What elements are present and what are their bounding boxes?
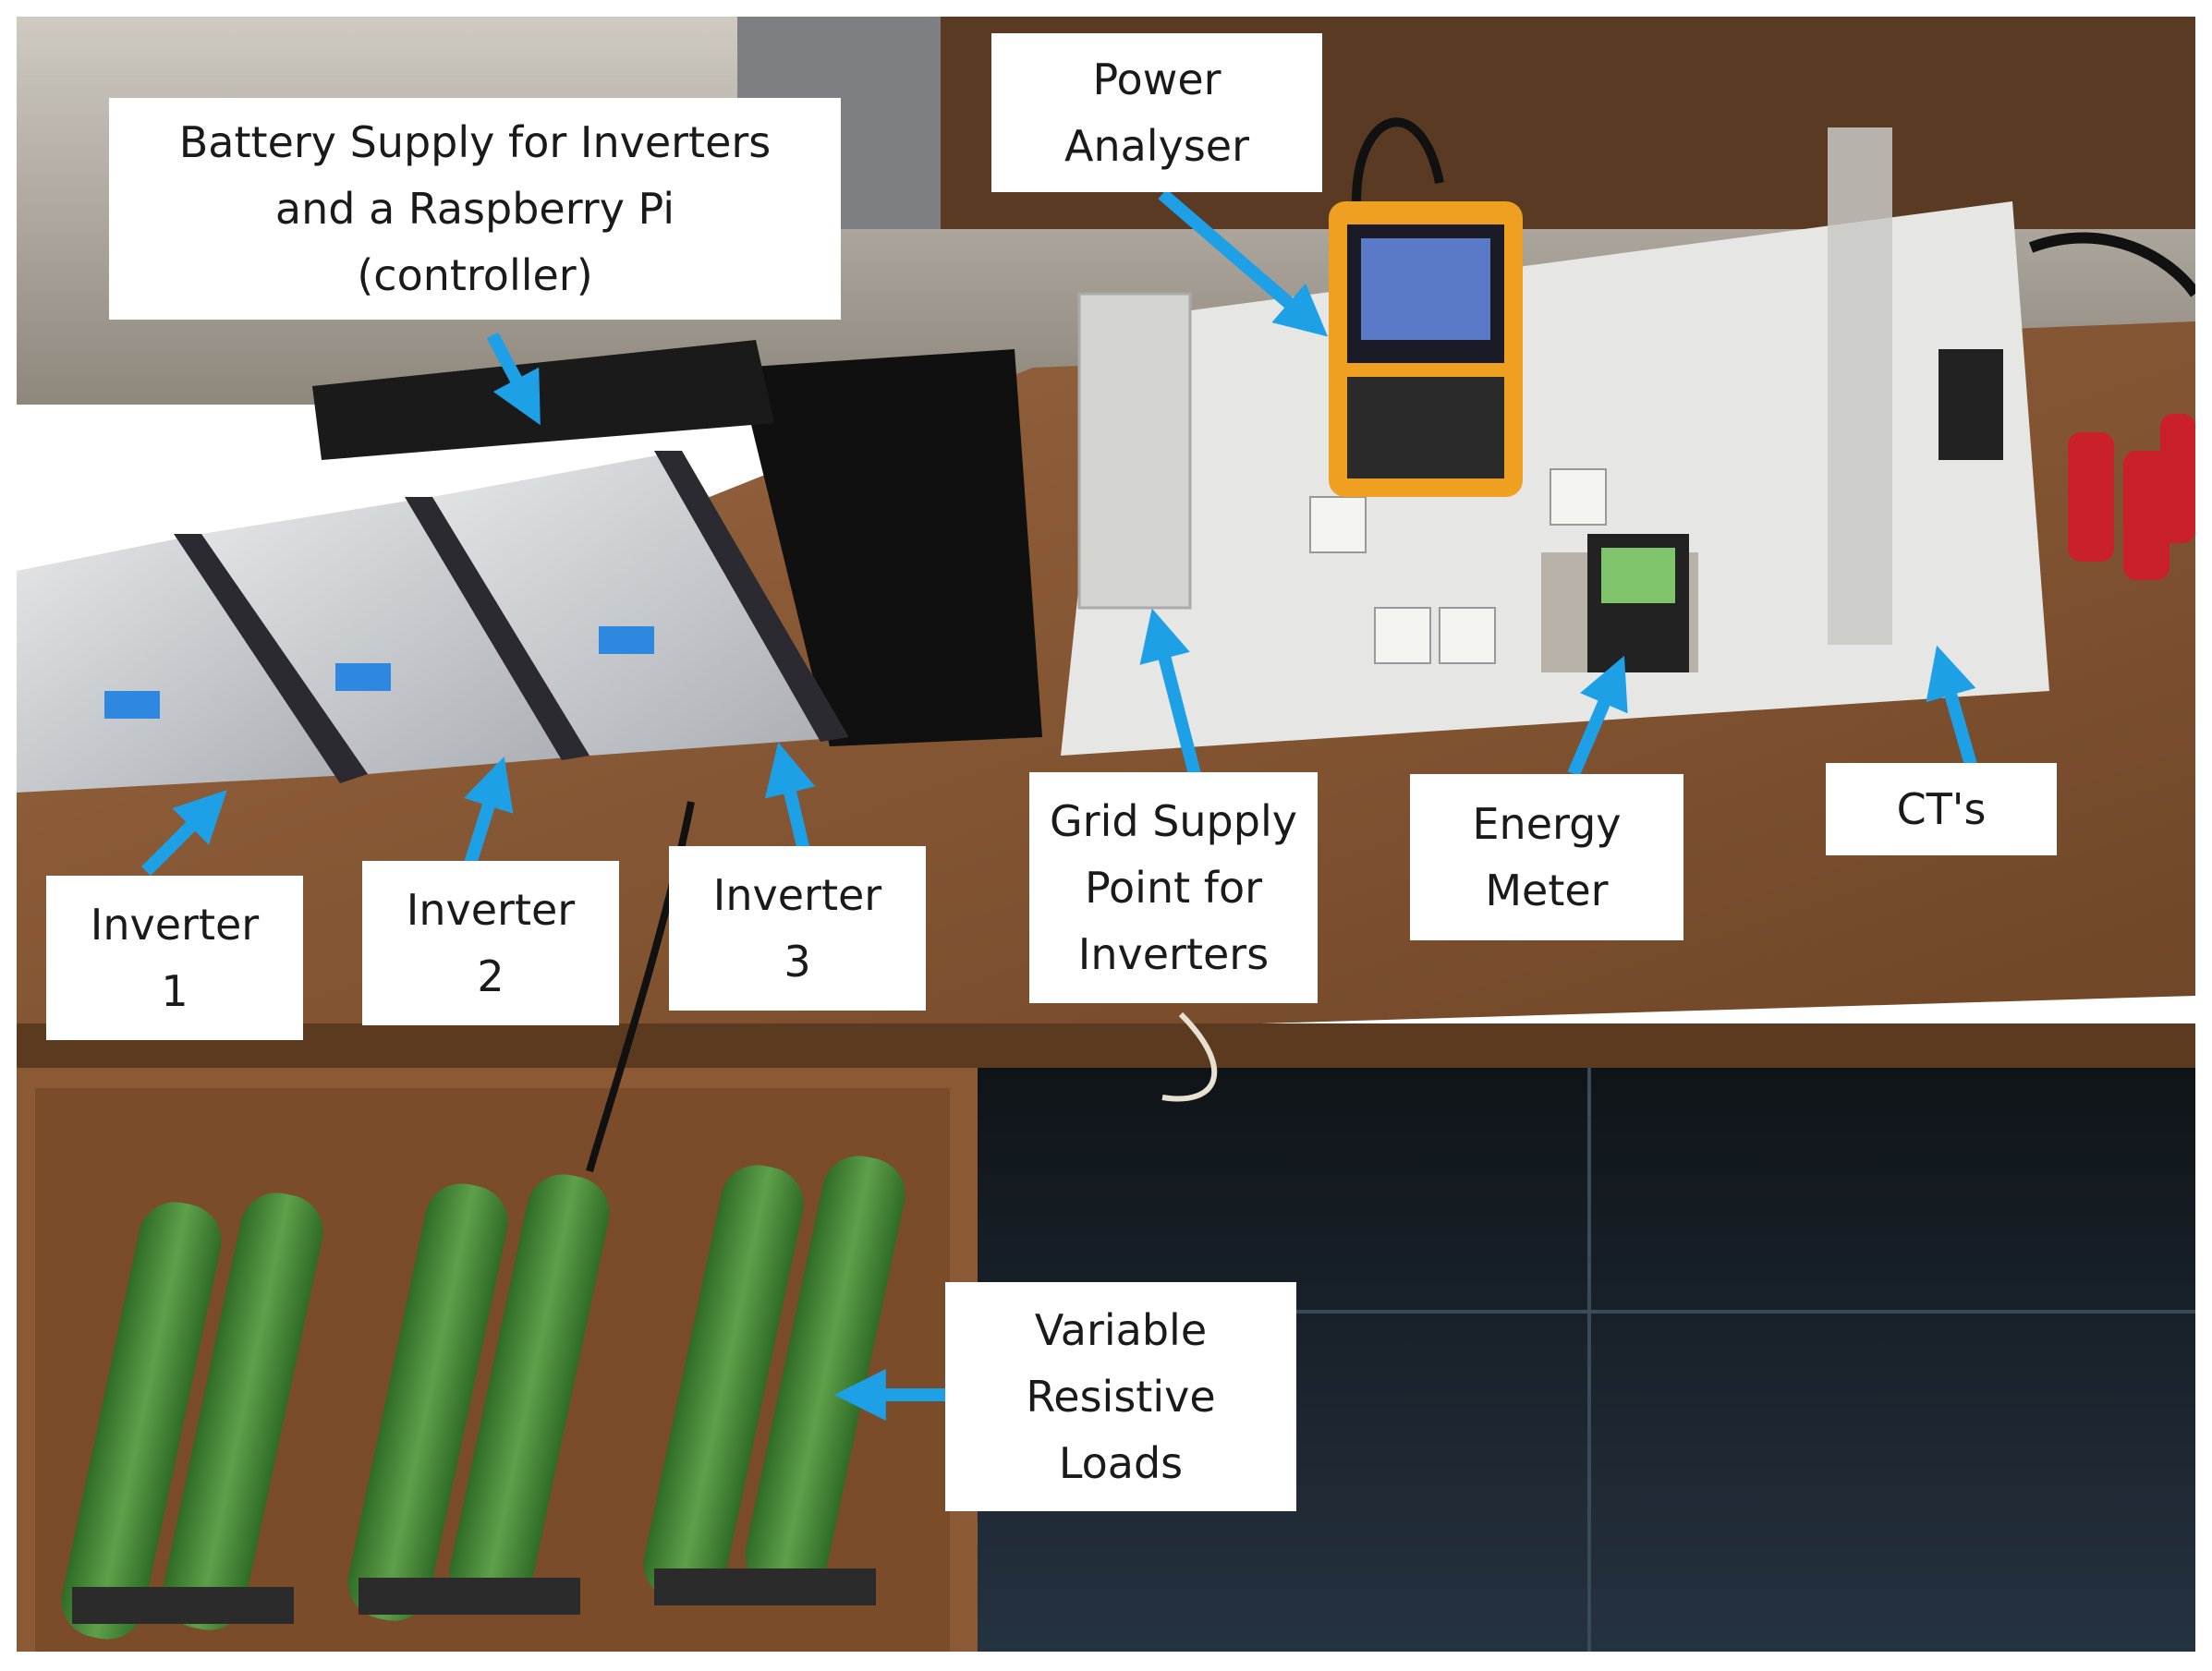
label-cts: CT's xyxy=(1826,763,2057,855)
inverter-units xyxy=(17,451,848,793)
battery-enclosure xyxy=(737,349,1042,746)
cable xyxy=(1161,1011,1218,1102)
arrow-battery xyxy=(486,332,541,426)
arrow-power-analyser xyxy=(1158,188,1329,337)
wall-socket xyxy=(1309,496,1367,553)
wall-socket xyxy=(1550,468,1607,526)
photo-frame: Battery Supply for Inverters and a Raspb… xyxy=(17,17,2195,1652)
cable xyxy=(1352,117,1444,202)
socket-strip xyxy=(1077,292,1192,610)
arrow-grid-supply xyxy=(1139,608,1201,776)
current-transformers xyxy=(1828,127,2195,645)
label-variable-loads: Variable Resistive Loads xyxy=(945,1282,1296,1511)
label-inverter-1: Inverter 1 xyxy=(46,876,303,1040)
arrow-inverter2 xyxy=(463,756,514,869)
arrow-inverter3 xyxy=(764,742,816,864)
wall-socket xyxy=(1439,607,1496,664)
label-power-analyser: Power Analyser xyxy=(991,33,1322,192)
label-energy-meter: Energy Meter xyxy=(1410,774,1683,940)
floor-tile-line xyxy=(1162,1310,2195,1314)
floor-tile-line xyxy=(1587,1068,1591,1652)
arrow-inverter1 xyxy=(141,790,227,876)
label-inverter-2: Inverter 2 xyxy=(362,861,619,1025)
label-battery-supply: Battery Supply for Inverters and a Raspb… xyxy=(109,98,841,320)
annotation-arrows xyxy=(141,188,1977,1421)
energy-meter-device xyxy=(1541,534,1698,672)
battery-bags xyxy=(312,340,774,460)
wall-socket xyxy=(1374,607,1431,664)
power-analyser-device xyxy=(1329,201,1523,497)
cable xyxy=(2028,232,2195,297)
label-grid-supply: Grid Supply Point for Inverters xyxy=(1029,772,1318,1003)
label-inverter-3: Inverter 3 xyxy=(669,846,926,1011)
arrow-cts xyxy=(1926,645,1977,767)
resistive-loads xyxy=(61,1156,905,1640)
arrow-energy-meter xyxy=(1567,655,1628,777)
bench-edge xyxy=(17,1023,2195,1068)
